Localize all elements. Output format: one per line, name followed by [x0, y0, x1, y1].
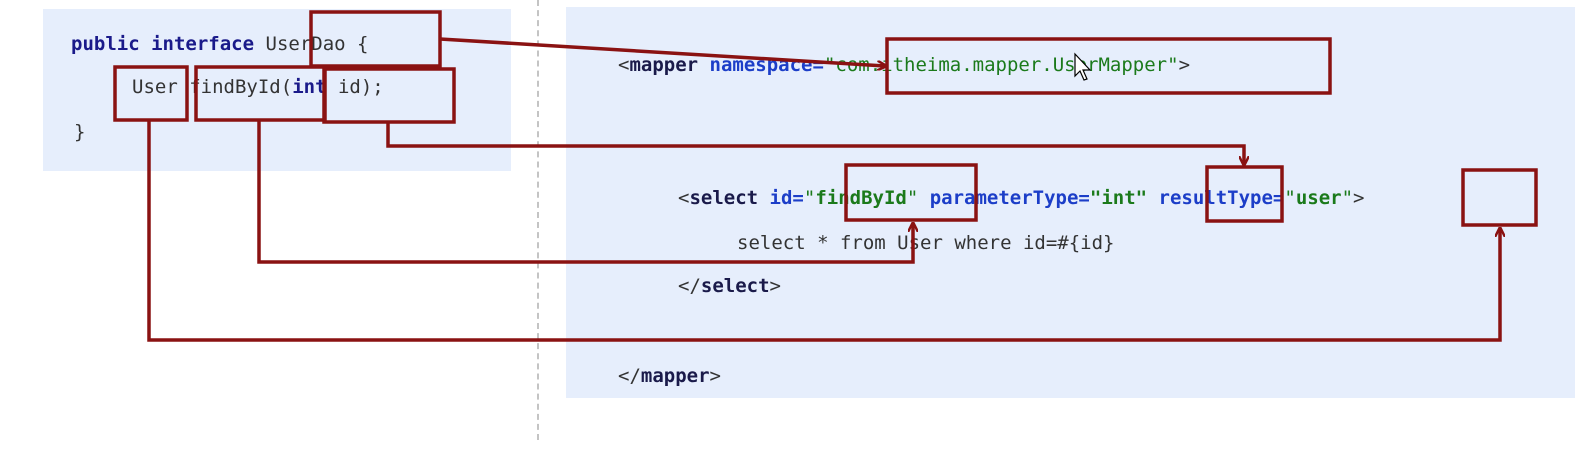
id-attr: id= — [758, 187, 804, 209]
interface-name: UserDao — [265, 33, 346, 55]
lt-slash-symbol: </ — [618, 365, 641, 387]
param-rest: id); — [326, 76, 384, 98]
arrow-findbyid-to-select-id — [257, 120, 913, 264]
method-name: findById — [189, 76, 281, 98]
quote: " — [1167, 54, 1179, 76]
box-select-id — [844, 163, 978, 222]
id-value: findById — [815, 187, 907, 209]
mapper-tag: mapper — [629, 54, 699, 76]
parameter-type-value: "int" — [1089, 187, 1148, 209]
quote: " — [1284, 187, 1296, 209]
gt-symbol: > — [769, 275, 781, 297]
box-userdao — [309, 10, 442, 68]
open-brace: { — [357, 33, 369, 55]
java-close-brace-line: } — [74, 120, 85, 144]
box-parameter-type — [1205, 165, 1284, 223]
box-user-return — [113, 65, 189, 122]
xml-sql-line: select * from User where id=#{id} — [737, 231, 1115, 255]
quote: " — [906, 187, 919, 209]
box-namespace — [885, 37, 1332, 95]
keyword-interface: interface — [151, 33, 255, 55]
xml-select-close-line: </select> — [678, 274, 781, 298]
result-type-attr: resultType= — [1147, 187, 1285, 209]
box-result-type — [1461, 168, 1538, 227]
quote: " — [823, 54, 836, 76]
box-findbyid — [194, 65, 327, 122]
keyword-public: public — [71, 33, 140, 55]
quote: " — [803, 187, 816, 209]
xml-mapper-close-line: </mapper> — [618, 364, 721, 388]
gt-symbol: > — [1178, 54, 1191, 76]
java-method-line: User findById(int id); — [132, 75, 384, 99]
arrow-user-to-resulttype — [147, 120, 1500, 342]
result-type-value: user — [1295, 187, 1342, 209]
box-int-param — [322, 67, 456, 124]
mapper-close-tag: mapper — [640, 365, 710, 387]
lt-symbol: < — [678, 187, 690, 209]
lt-slash-symbol: </ — [678, 275, 701, 297]
xml-mapper-panel — [566, 7, 1575, 398]
lt-symbol: < — [618, 54, 630, 76]
close-brace: } — [74, 121, 86, 143]
mouse-cursor-icon — [1074, 52, 1092, 81]
gt-symbol: > — [1353, 187, 1365, 209]
gt-symbol: > — [709, 365, 721, 387]
panel-divider — [537, 0, 539, 440]
return-type: User — [132, 76, 178, 98]
select-tag: select — [689, 187, 759, 209]
sql-statement: select * from User where id=#{id} — [737, 232, 1115, 254]
arrow-int-to-parametertype — [386, 122, 1244, 164]
xml-select-open-line: <select id="findById" parameterType="int… — [678, 186, 1364, 210]
java-code-panel — [43, 9, 511, 171]
java-interface-line: public interface UserDao { — [71, 32, 368, 56]
select-close-tag: select — [700, 275, 770, 297]
arrow-userdao-to-namespace — [439, 37, 885, 66]
quote: " — [1341, 187, 1354, 209]
parameter-type-attr: parameterType= — [918, 187, 1090, 209]
param-type: int — [292, 76, 327, 98]
paren-open: ( — [280, 76, 293, 98]
